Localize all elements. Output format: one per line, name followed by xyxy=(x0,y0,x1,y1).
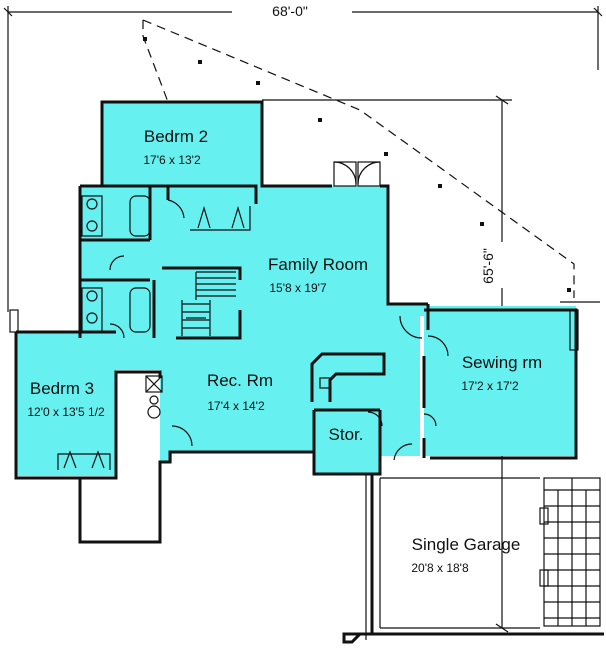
family-room-name: Family Room xyxy=(268,255,368,274)
property-line-diagonal xyxy=(142,19,575,298)
bedroom3-size: 12'0 x 13'5 1/2 xyxy=(27,405,105,419)
dimension-lines xyxy=(3,6,603,633)
fixtures xyxy=(9,161,579,587)
staircase xyxy=(181,271,236,336)
sewing-room-size: 17'2 x 17'2 xyxy=(461,379,519,393)
walls xyxy=(14,100,578,544)
bedroom2-size: 17'6 x 13'2 xyxy=(143,153,201,167)
garage xyxy=(342,474,604,644)
family-room-size: 15'8 x 19'7 xyxy=(269,281,327,295)
overall-width-label: 68'-0" xyxy=(272,3,308,19)
property-line xyxy=(142,20,169,103)
garage-name: Single Garage xyxy=(412,535,521,554)
rec-room-size: 17'4 x 14'2 xyxy=(207,399,265,413)
bedroom3-name: Bedrm 3 xyxy=(30,379,94,398)
survey-markers xyxy=(143,37,571,292)
storage-name: Stor. xyxy=(329,425,364,444)
garage-masonry xyxy=(544,478,600,626)
rec-room-name: Rec. Rm xyxy=(207,371,273,390)
overall-depth-label: 65'-6" xyxy=(480,248,496,284)
bedroom2-name: Bedrm 2 xyxy=(144,127,208,146)
sewing-room-name: Sewing rm xyxy=(462,353,542,372)
room-labels: Bedrm 2 17'6 x 13'2 Family Room 15'8 x 1… xyxy=(27,127,542,575)
garage-size: 20'8 x 18'8 xyxy=(411,561,469,575)
